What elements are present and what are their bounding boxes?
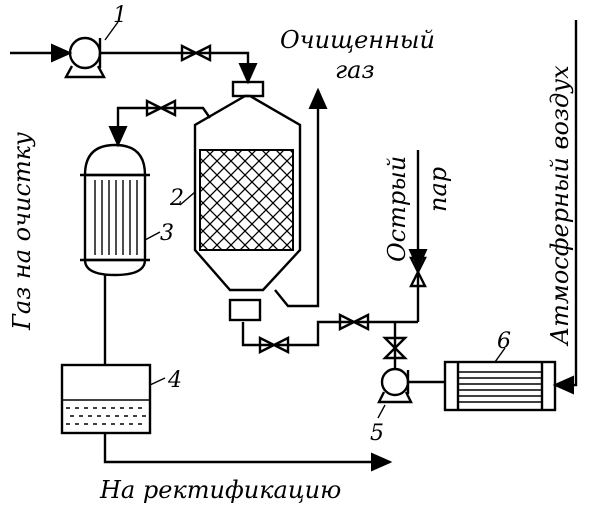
label-gas-inlet: Газ на очистку	[8, 132, 36, 331]
label-pump-number: 1	[113, 3, 127, 28]
label-separator-number: 4	[167, 368, 182, 393]
valve-inlet	[180, 44, 212, 62]
valve-condenser-line	[145, 99, 177, 117]
valve-steam	[409, 256, 427, 288]
label-blower-number: 5	[370, 421, 384, 446]
label-live-steam-1: Острый	[383, 156, 411, 262]
valves	[145, 44, 427, 360]
valve-blower-line	[382, 336, 408, 360]
pump-1	[63, 21, 119, 79]
separator-4	[60, 363, 166, 435]
adsorber-2	[179, 80, 302, 322]
label-rectification: На ректификацию	[99, 476, 341, 504]
label-condenser-number: 3	[160, 221, 174, 246]
label-live-steam-2: пар	[424, 167, 452, 212]
valve-main-line	[338, 313, 370, 331]
blower-5	[377, 367, 413, 419]
heater-6	[443, 347, 557, 412]
label-atmospheric-air: Атмосферный воздух	[546, 65, 574, 347]
valve-bottom-loop	[258, 336, 290, 354]
label-adsorber-number: 2	[169, 186, 184, 211]
label-purified-gas-1: Очищенный	[280, 26, 435, 54]
pipelines	[10, 20, 578, 472]
label-purified-gas-2: газ	[335, 56, 375, 84]
condenser-3	[80, 143, 161, 277]
label-heater-number: 6	[497, 329, 511, 354]
